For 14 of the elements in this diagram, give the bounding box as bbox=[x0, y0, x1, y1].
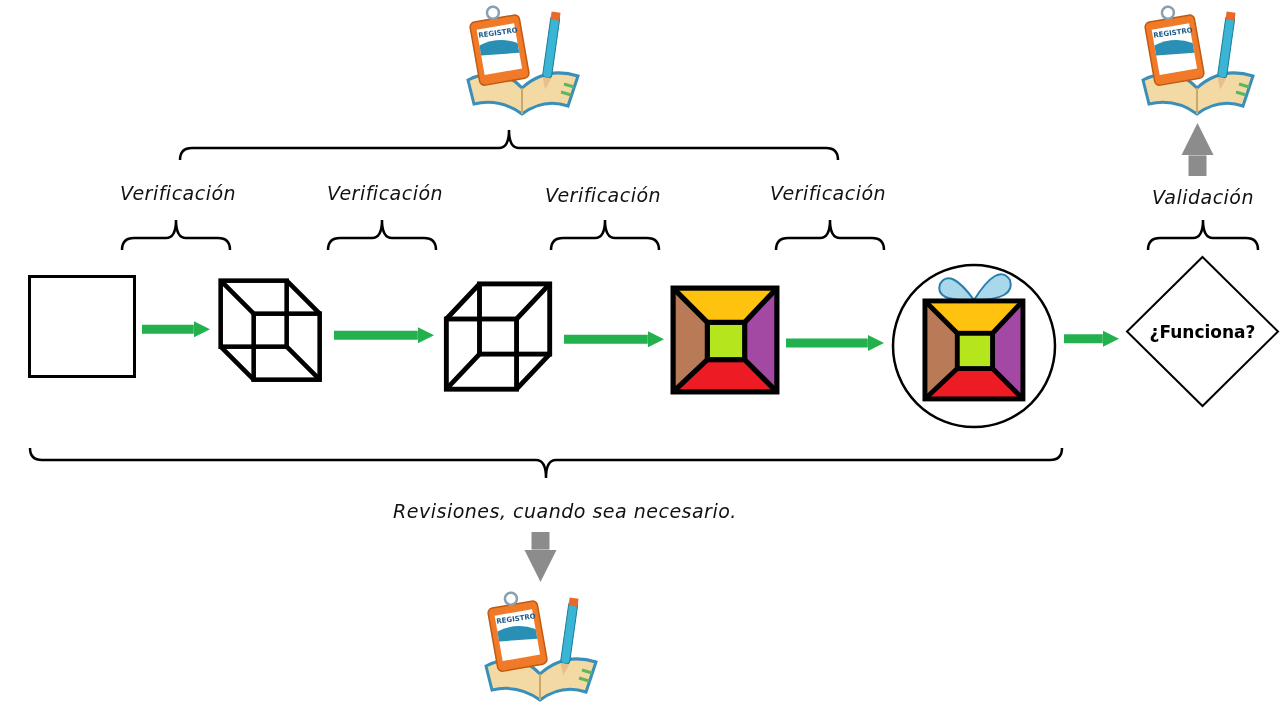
stage-caption: Verificación bbox=[770, 182, 887, 204]
arrow bbox=[142, 321, 210, 338]
stage-caption: Verificación bbox=[545, 184, 662, 206]
stage-caption: Validación bbox=[1151, 186, 1255, 208]
arrow bbox=[786, 334, 884, 352]
arrow bbox=[564, 331, 664, 348]
stage-caption: Verificación bbox=[327, 182, 444, 204]
arrow bbox=[1181, 123, 1214, 176]
stage-caption: Verificación bbox=[120, 182, 237, 204]
stage-caption: Revisiones, cuando sea necesario. bbox=[393, 500, 737, 522]
arrow bbox=[1064, 330, 1119, 347]
arrow bbox=[524, 532, 557, 582]
arrow bbox=[334, 327, 434, 344]
decision-text: ¿Funciona? bbox=[1149, 321, 1256, 342]
